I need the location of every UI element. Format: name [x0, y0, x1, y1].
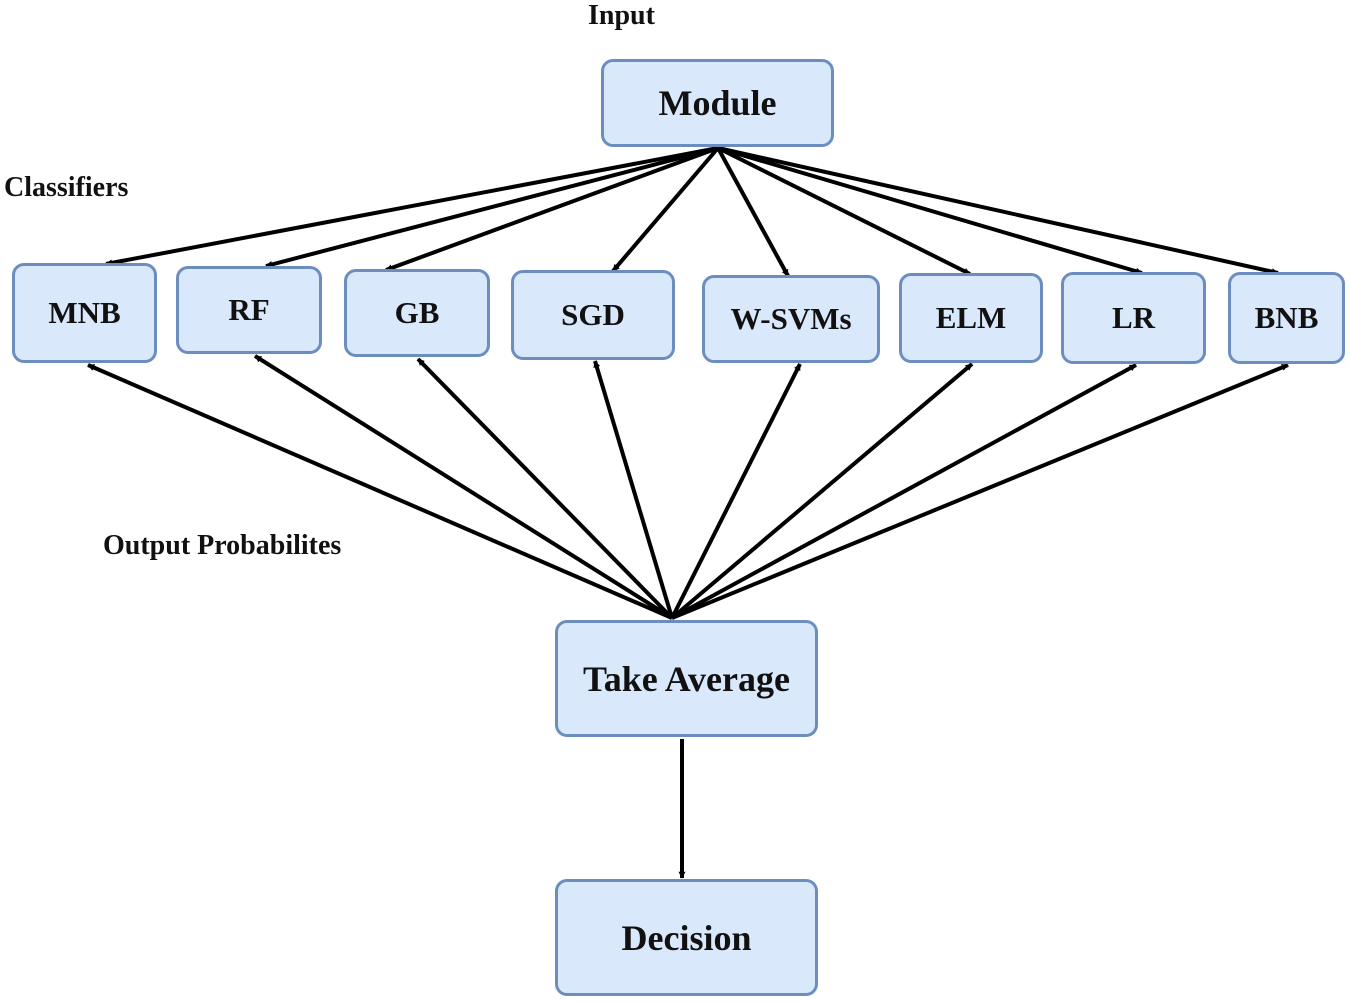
classifier-node-elm: ELM — [899, 273, 1043, 363]
classifier-node-w-svms: W-SVMs — [702, 275, 880, 363]
output-probabilities-label: Output Probabilites — [103, 530, 342, 561]
arrow-average-to-w-svms — [670, 363, 802, 619]
decision-node: Decision — [555, 879, 818, 996]
arrow-average-to-lr — [671, 363, 1137, 620]
arrow-average-to-mnb — [87, 363, 673, 620]
take-average-node: Take Average — [555, 620, 818, 737]
classifiers-label: Classifiers — [4, 172, 129, 203]
classifier-node-mnb: MNB — [12, 263, 157, 363]
arrow-average-to-elm — [670, 362, 974, 620]
classifier-node-rf: RF — [176, 266, 322, 354]
arrow-module-to-bnb — [717, 146, 1279, 276]
arrow-module-to-mnb — [105, 146, 719, 267]
arrow-module-to-sgd — [611, 146, 720, 273]
classifier-node-lr: LR — [1061, 272, 1206, 364]
arrow-module-to-lr — [717, 146, 1143, 275]
arrow-module-to-rf — [265, 146, 719, 268]
classifier-node-sgd: SGD — [511, 270, 675, 360]
input-label: Input — [588, 0, 655, 31]
arrow-module-to-elm — [717, 146, 971, 276]
arrow-average-to-rf — [253, 354, 674, 620]
arrow-average-to-bnb — [671, 363, 1289, 620]
arrow-average-to-sgd — [593, 360, 674, 619]
module-node: Module — [601, 59, 834, 147]
classifier-node-gb: GB — [344, 269, 490, 357]
classifier-node-bnb: BNB — [1228, 272, 1345, 364]
arrow-module-to-w-svms — [716, 147, 790, 277]
arrow-module-to-gb — [385, 146, 719, 272]
arrow-average-to-gb — [416, 357, 674, 620]
